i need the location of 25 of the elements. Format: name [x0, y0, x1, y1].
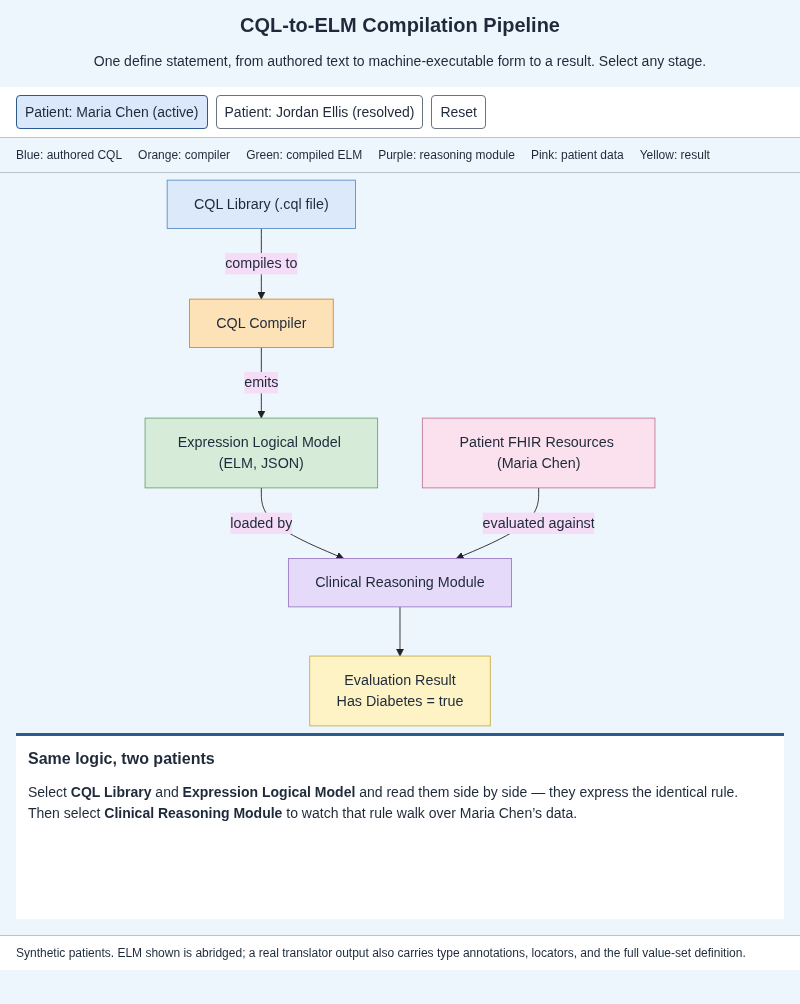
legend-text: Green: compiled ELM: [246, 148, 363, 162]
reset-button: Reset: [431, 95, 486, 129]
edge-label: emits: [244, 374, 279, 390]
flowchart: compiles to emits loaded by evaluated against CQL Library (.cql file) CQL Compiler Expression Logical Model (ELM, JSON) Patient FHIR Resources (Maria Chen) Clinical Reasoning Module Evaluation Result Has Diabetes = true: [0, 173, 800, 733]
legend-text: Orange: compiler: [138, 148, 231, 162]
panel-text: Select CQL Library and Expression Logical Model and read them side by side — they express the identical rule. Then select Clinical Reasoning Module to watch that rule walk over Maria Chen’s data.: [28, 783, 740, 823]
node-box: [189, 298, 334, 348]
patient-button: Patient: Maria Chen (active): [16, 95, 208, 129]
patient-button: Patient: Jordan Ellis (resolved): [215, 95, 424, 129]
edge-label: evaluated against: [482, 515, 595, 531]
node-box: [144, 417, 379, 489]
node-box: [421, 417, 656, 489]
title: CQL-to-ELM Compilation Pipeline: [239, 14, 561, 37]
legend-text: Pink: patient data: [530, 148, 624, 162]
node-box: [288, 558, 512, 608]
legend-text: Yellow: result: [639, 148, 710, 162]
edge-label: loaded by: [230, 515, 293, 531]
panel-heading: Same logic, two patients: [28, 750, 216, 768]
edge-label: compiles to: [225, 255, 298, 271]
legend-text: Purple: reasoning module: [378, 148, 515, 162]
node-box: [166, 179, 356, 229]
caption: One define statement, from authored text to machine-executable form to a result. Select any stage.: [92, 53, 708, 69]
footnote: Synthetic patients. ELM shown is abridged; a real translator output also carries type annotations, locators, and the full value-set definition.: [16, 946, 746, 960]
legend-text: Blue: authored CQL: [16, 148, 123, 162]
node-box: [309, 655, 491, 727]
